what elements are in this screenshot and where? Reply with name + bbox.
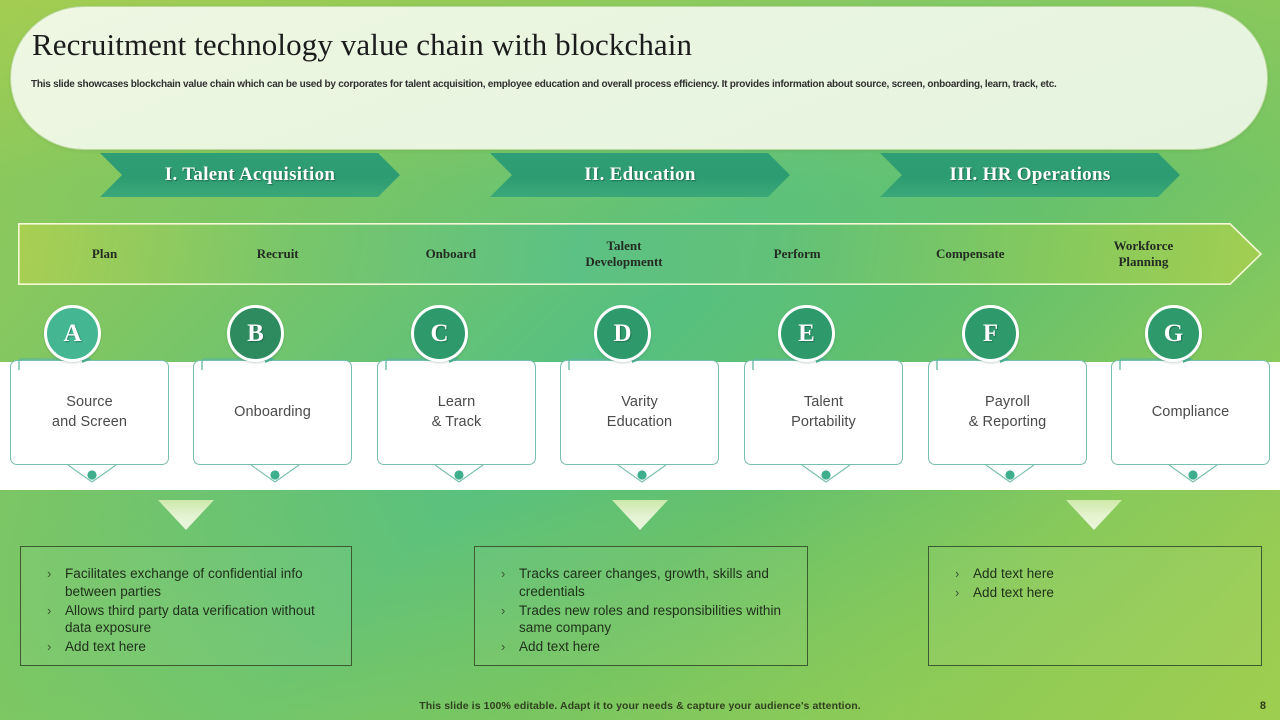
bullet-item: › Facilitates exchange of confidential in… (47, 565, 337, 601)
phase-chevron-1-label: I. Talent Acquisition (164, 164, 336, 185)
stage-cell-5[interactable]: Perform (711, 223, 884, 285)
bullet-item: › Add text here (955, 565, 1247, 583)
chevron-right-icon: › (501, 566, 506, 581)
bullet-item: › Add text here (955, 584, 1247, 602)
detail-box-1-list: › Facilitates exchange of confidential in… (47, 565, 337, 656)
stage-cell-2-label: Recruit (256, 246, 299, 262)
step-c[interactable]: Learn& Track C (377, 305, 536, 495)
bullet-item-text: Trades new roles and responsibilities wi… (519, 602, 782, 636)
header-panel (10, 6, 1268, 150)
bullet-item-text: Facilitates exchange of confidential inf… (65, 566, 303, 599)
bullet-item-text: Add text here (519, 639, 600, 655)
step-c-label: Learn& Track (431, 394, 482, 430)
phase-chevron-3-label: III. HR Operations (949, 164, 1111, 185)
step-f-card[interactable] (928, 360, 1087, 465)
step-b-pointer-icon (250, 464, 300, 483)
detail-box-2: › Tracks career changes, growth, skills a… (474, 546, 808, 666)
stage-cell-1[interactable]: Plan (18, 223, 191, 285)
bullet-item-text: Tracks career changes, growth, skills an… (519, 566, 769, 599)
stage-cell-6[interactable]: Compensate (884, 223, 1057, 285)
detail-box-3: › Add text here › Add text here (928, 546, 1262, 666)
footer-note: This slide is 100% editable. Adapt it to… (419, 700, 861, 712)
stage-cell-6-label: Compensate (935, 246, 1005, 262)
detail-box-1: › Facilitates exchange of confidential in… (20, 546, 352, 666)
bullet-item: › Tracks career changes, growth, skills a… (501, 565, 793, 601)
step-d-pointer-icon (617, 464, 667, 483)
step-g-label: Compliance (1151, 403, 1230, 420)
step-f-pointer-icon (985, 464, 1035, 483)
step-f-label: Payroll& Reporting (968, 394, 1047, 430)
bullet-item: › Allows third party data verification wi… (47, 602, 337, 638)
chevron-right-icon: › (955, 584, 960, 600)
phase-chevron-row: I. Talent Acquisition II. Education III.… (0, 153, 1280, 197)
chevron-right-icon: › (47, 602, 52, 618)
step-b[interactable]: Onboarding B (193, 305, 352, 495)
step-c-pointer-icon (434, 464, 484, 483)
chevron-right-icon: › (47, 566, 52, 581)
bullet-item-text: Add text here (65, 639, 146, 655)
step-c-badge[interactable]: C (411, 305, 468, 362)
phase-chevron-2-label: II. Education (584, 164, 696, 185)
bullet-item-text: Allows third party data verification wit… (65, 602, 315, 636)
stage-cell-3[interactable]: Onboard (364, 223, 537, 285)
step-e-badge[interactable]: E (778, 305, 835, 362)
phase-chevron-1[interactable]: I. Talent Acquisition (100, 153, 400, 197)
step-d-card[interactable] (560, 360, 719, 465)
step-c-card[interactable] (377, 360, 536, 465)
step-e-pointer-icon (801, 464, 851, 483)
chevron-right-icon: › (955, 566, 960, 581)
bullet-item-text: Add text here (973, 566, 1054, 581)
step-b-card[interactable] (193, 360, 352, 465)
step-f-badge[interactable]: F (962, 305, 1019, 362)
detail-box-2-list: › Tracks career changes, growth, skills a… (501, 565, 793, 656)
phase-chevron-2[interactable]: II. Education (490, 153, 790, 197)
stage-cell-1-label: Plan (91, 246, 118, 262)
phase-chevron-3[interactable]: III. HR Operations (880, 153, 1180, 197)
step-d-badge[interactable]: D (594, 305, 651, 362)
chevron-right-icon: › (501, 602, 506, 618)
bullet-item-text: Add text here (973, 584, 1054, 600)
bullet-item: › Add text here (501, 638, 793, 656)
step-b-label: Onboarding (234, 403, 311, 420)
step-g-card[interactable] (1111, 360, 1270, 465)
step-g-pointer-icon (1168, 464, 1218, 483)
chevron-right-icon: › (501, 639, 506, 655)
page-subtitle: This slide showcases blockchain value ch… (31, 79, 1057, 90)
bullet-item: › Trades new roles and responsibilities w… (501, 602, 793, 638)
stage-cell-2[interactable]: Recruit (191, 223, 364, 285)
stage-cell-5-label: Perform (773, 246, 821, 262)
step-g[interactable]: Compliance G (1111, 305, 1270, 495)
detail-box-3-list: › Add text here › Add text here (955, 565, 1247, 602)
step-a-pointer-icon (67, 464, 117, 483)
chevron-right-icon: › (47, 639, 52, 655)
page-title: Recruitment technology value chain with … (32, 27, 693, 62)
page-number: 8 (1259, 700, 1266, 712)
step-b-badge[interactable]: B (227, 305, 284, 362)
step-f[interactable]: Payroll& Reporting F (928, 305, 1087, 495)
stage-cell-3-label: Onboard (425, 246, 477, 262)
step-a-badge[interactable]: A (44, 305, 101, 362)
bullet-item: › Add text here (47, 638, 337, 656)
step-e-card[interactable] (744, 360, 903, 465)
step-g-badge[interactable]: G (1145, 305, 1202, 362)
